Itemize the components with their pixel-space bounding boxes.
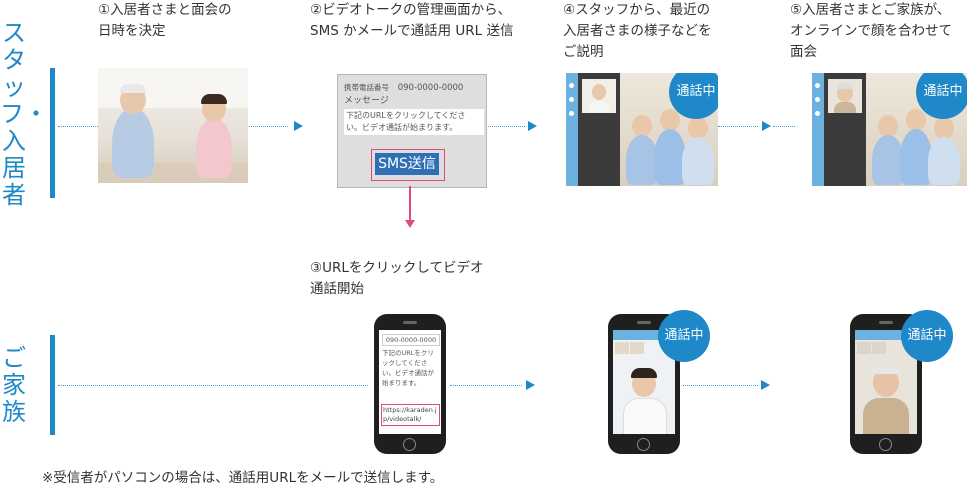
- sms-sender-number: 090-0000-0000: [382, 334, 440, 346]
- calling-badge-2: 通話中: [916, 73, 967, 119]
- staff-call-tablet: 通話中: [566, 73, 718, 186]
- sms-phone-screen: 090-0000-0000 下記のURLをクリックしてください。ビデオ通話が始ま…: [379, 330, 441, 434]
- step-3-caption: ③URLをクリックしてビデオ通話開始: [310, 260, 484, 297]
- family-video: [620, 73, 718, 186]
- connector-bottom-2: [450, 385, 522, 386]
- calling-badge-3: 通話中: [658, 310, 710, 362]
- admin-sms-screen: 携帯電話番号 090-0000-0000 メッセージ 下記のURLをクリックして…: [337, 74, 487, 188]
- calling-badge-1: 通話中: [669, 73, 718, 119]
- down-arrow-head: [405, 220, 415, 228]
- connector-top-2: [485, 126, 525, 127]
- row-bar-family: [50, 335, 55, 435]
- message-label: メッセージ: [344, 96, 389, 106]
- family-phone-resident-call: [850, 314, 922, 454]
- family-phone-sms: 090-0000-0000 下記のURLをクリックしてください。ビデオ通話が始ま…: [374, 314, 446, 454]
- connector-top-4: [773, 126, 795, 127]
- footnote: ※受信者がパソコンの場合は、通話用URLをメールで送信します。: [42, 470, 444, 486]
- down-arrow-line: [409, 186, 411, 220]
- step-2-caption: ②ビデオトークの管理画面から、SMS かメールで通話用 URL 送信: [310, 2, 514, 39]
- arrow-top-2: [528, 121, 537, 131]
- row-label-family: ご家族: [2, 344, 26, 426]
- connector-bottom-3: [683, 385, 758, 386]
- arrow-bottom-2: [761, 380, 770, 390]
- staff-thumbnail: [582, 79, 616, 113]
- step-4-caption: ④スタッフから、最近の入居者さまの様子などをご説明: [563, 2, 712, 60]
- resident-staff-photo: [98, 68, 248, 183]
- sms-body: 下記のURLをクリックしてください。ビデオ通話が始まります。: [382, 349, 434, 387]
- row-bar-staff: [50, 68, 55, 198]
- sms-button-highlight: [371, 149, 445, 181]
- sms-send-button[interactable]: SMS送信: [375, 153, 439, 175]
- phone-number-row: 携帯電話番号 090-0000-0000: [344, 83, 464, 93]
- resident-thumbnail: [828, 79, 862, 113]
- message-body: 下記のURLをクリックしてくださ い。ビデオ通話が始まります。: [344, 109, 484, 135]
- arrow-bottom-1: [526, 380, 535, 390]
- row-label-staff-resident: スタッフ・入居者: [0, 19, 48, 209]
- calling-badge-4: 通話中: [901, 310, 953, 362]
- connector-top-3: [718, 126, 758, 127]
- sms-url-link[interactable]: https://karaden.jp/videotalk/: [381, 404, 440, 426]
- arrow-top-3: [762, 121, 771, 131]
- arrow-top-1: [294, 121, 303, 131]
- connector-bottom-1: [58, 385, 368, 386]
- step-1-caption: ①入居者さまと面会の日時を決定: [98, 2, 232, 39]
- step-5-caption: ⑤入居者さまとご家族が、オンラインで顔を合わせて面会: [790, 2, 952, 60]
- resident-call-tablet: 通話中: [812, 73, 967, 186]
